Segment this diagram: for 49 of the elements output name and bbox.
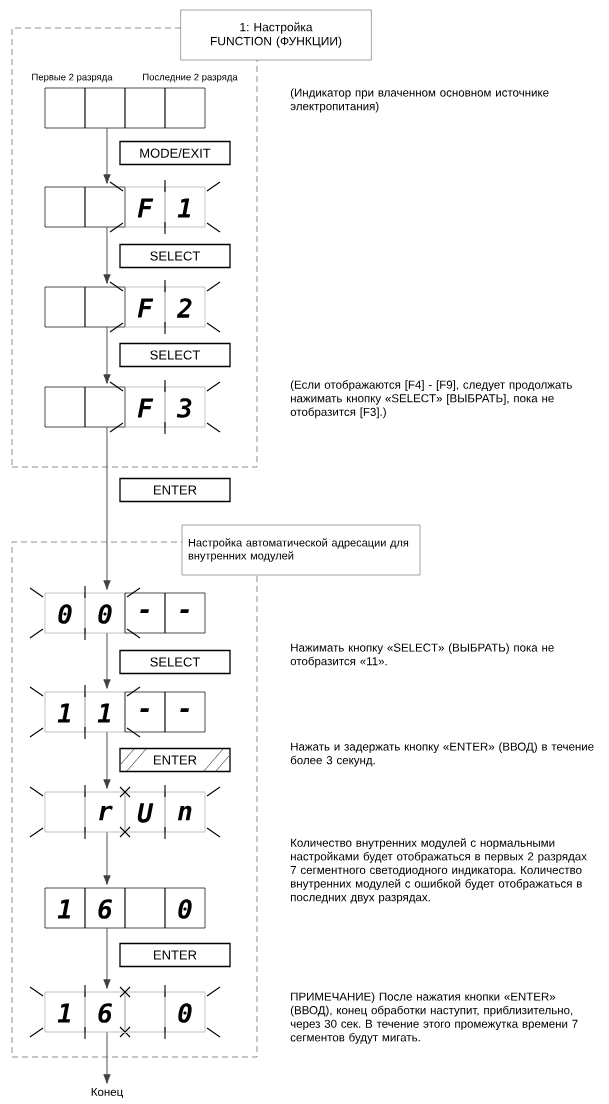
seven-segment-display xyxy=(44,87,206,129)
segment-digit: n xyxy=(177,805,192,821)
arrow xyxy=(103,1031,111,1084)
description-text: Количество внутренних модулей с нормальными настройками будет отображаться в первых 2 разрядах 7 сегментного светодиодного индикатора. Количество внутренних модулей с ошибкой будет отображаться в последних двух разрядах. xyxy=(290,838,587,904)
header-box: Настройка автоматической адресации для внутренних модулей xyxy=(181,524,421,576)
end-label: Конец xyxy=(91,1087,123,1099)
button-label: ENTER xyxy=(119,747,231,773)
button-label: SELECT xyxy=(119,649,231,675)
segment-digit: 0 xyxy=(98,604,112,624)
segment-digit: 2 xyxy=(176,298,192,318)
segment-digit: - xyxy=(180,609,189,614)
segment-digit: 1 xyxy=(57,1003,71,1023)
button-label: ENTER xyxy=(119,942,231,968)
segment-digit: U xyxy=(137,803,154,823)
segment-digit: 0 xyxy=(178,1003,192,1023)
segment-digit: F xyxy=(137,198,154,218)
button-label: SELECT xyxy=(119,243,231,269)
segment-digit: 1 xyxy=(177,198,191,218)
arrow xyxy=(103,226,111,284)
arrow xyxy=(103,831,111,885)
button-label: ENTER xyxy=(119,477,231,503)
segment-digit: 6 xyxy=(98,899,112,919)
arrow xyxy=(103,927,111,989)
segment-digit: F xyxy=(137,298,154,318)
arrow xyxy=(103,731,111,789)
segment-digit: - xyxy=(140,708,149,713)
segment-digit: - xyxy=(140,609,149,614)
description-text: Нажимать кнопку «SELECT» (ВЫБРАТЬ) пока не отобразится «11». xyxy=(290,643,554,668)
segment-digit: 1 xyxy=(97,703,111,723)
segment-digit: r xyxy=(99,805,113,821)
segment-digit: 6 xyxy=(98,1003,112,1023)
segment-digit: 0 xyxy=(178,899,192,919)
description-text: (Индикатор при влаченном основном источнике электропитания) xyxy=(290,88,549,113)
description-text: (Если отображаются [F4] - [F9], следует продолжать нажимать кнопку «SELECT» [ВЫБРАТЬ], пока не отобразится [F3].) xyxy=(290,380,572,419)
segment-digit: 1 xyxy=(57,899,71,919)
segment-digit: - xyxy=(180,708,189,713)
arrow xyxy=(103,127,111,184)
arrow xyxy=(103,326,111,384)
button-label: SELECT xyxy=(119,342,231,368)
digit-group-label: Первые 2 разряда xyxy=(32,73,113,83)
description-text: ПРИМЕЧАНИЕ) После нажатия кнопки «ENTER» (ВВОД), конец обработки наступит, приблизительно, через 30 сек. В течение этого промежутка времени 7 сегментов будут мигать. xyxy=(290,992,578,1044)
digit-group-label: Последние 2 разряда xyxy=(143,73,238,83)
description-text: Нажать и задержать кнопку «ENTER» (ВВОД) в течение более 3 секунд. xyxy=(290,742,594,767)
button-label: MODE/EXIT xyxy=(119,140,231,166)
arrow xyxy=(103,426,111,590)
segment-digit: 3 xyxy=(176,398,192,418)
arrow xyxy=(103,632,111,689)
segment-digit: F xyxy=(137,398,154,418)
header-box: 1: Настройка FUNCTION (ФУНКЦИИ) xyxy=(180,9,372,61)
